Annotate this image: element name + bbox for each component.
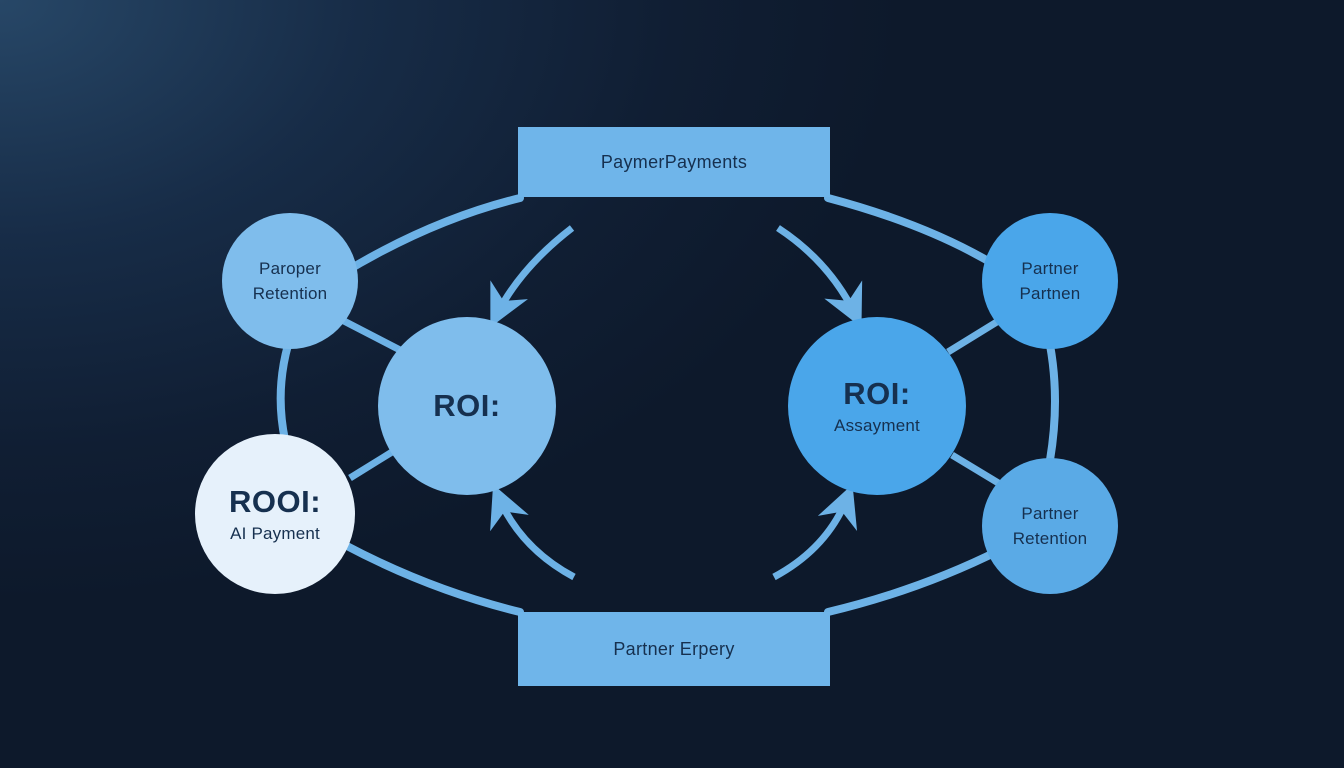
connector-spoke-bottom-right (950, 452, 1002, 487)
connector-spoke-top-right (946, 317, 1002, 355)
connector-right-vertical (1046, 341, 1059, 464)
connector-left-vertical (276, 341, 292, 444)
connector-top-right-arc (824, 194, 1004, 272)
banner-bottom (518, 612, 830, 686)
arrow-top-right (776, 225, 863, 328)
connector-spoke-top-left (340, 316, 402, 354)
node-top-left (222, 213, 358, 349)
node-center-left (378, 317, 556, 495)
node-center-right (788, 317, 966, 495)
connector-bottom-right-arc (824, 546, 1004, 616)
node-bottom-right (982, 458, 1118, 594)
node-bottom-left (195, 434, 355, 594)
node-top-right (982, 213, 1118, 349)
arrow-bottom-left (490, 484, 576, 581)
connector-spoke-bottom-left (348, 449, 394, 481)
connector-bottom-left-arc (341, 541, 524, 616)
arrow-bottom-right (772, 484, 858, 581)
arrow-top-left (490, 225, 575, 328)
banner-top (518, 127, 830, 197)
connector-top-left-arc (336, 194, 524, 279)
